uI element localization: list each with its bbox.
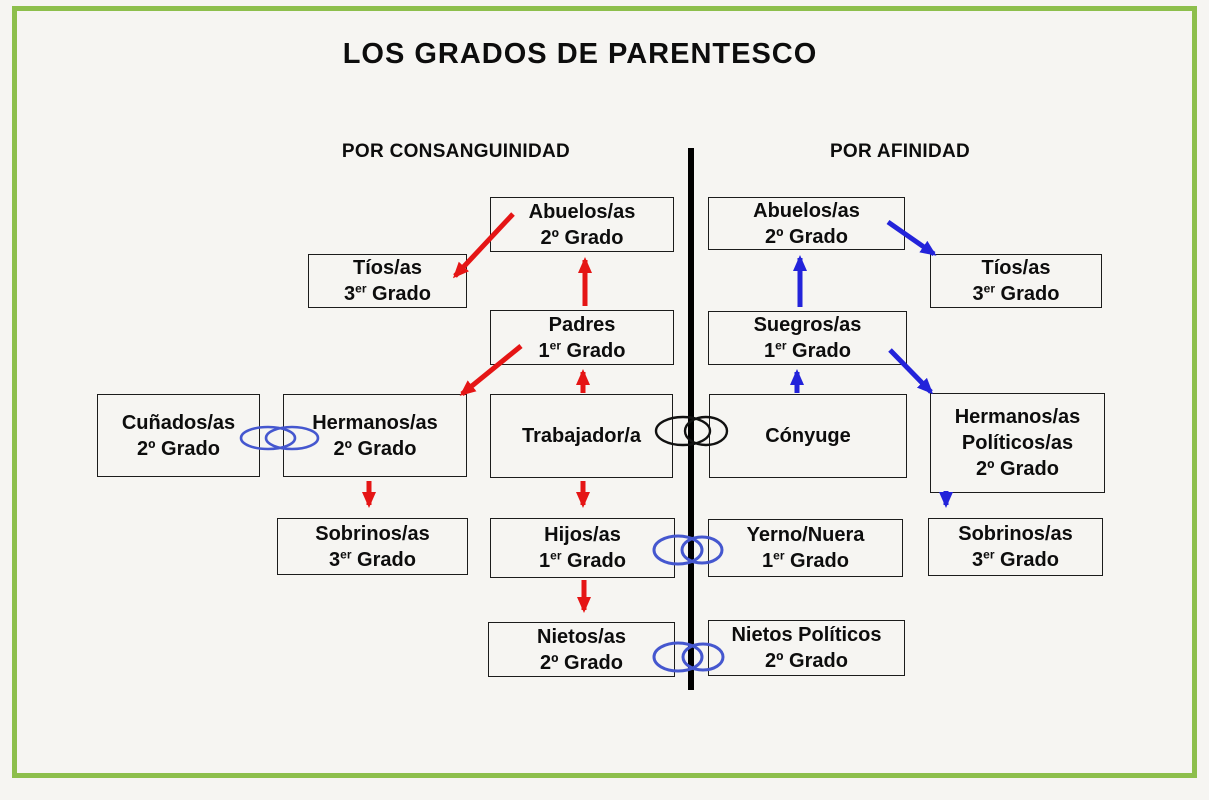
degree-superscript: er [355,281,367,296]
box-degree: 2º Grado [333,437,417,460]
box-label: Sobrinos/as [315,522,430,545]
box-degree: 3er Grado [973,281,1060,307]
box-degree: 2º Grado [540,651,623,674]
box-label: Nietos Políticos [731,624,882,646]
box-degree: 3er Grado [329,547,416,573]
degree-superscript: er [773,548,785,563]
degree-number: 1 [538,339,550,362]
box-degree: 1er Grado [539,548,626,574]
degree-word: Grado [786,340,851,362]
degree-word: Grado [995,283,1060,305]
box-nietos: Nietos/as 2º Grado [488,622,675,677]
box-degree: 2º Grado [765,225,848,248]
box-label: Políticos/as [961,432,1074,454]
box-tios-afinidad: Tíos/as 3er Grado [930,254,1102,308]
degree-superscript: er [550,548,562,563]
box-hermanos: Hermanos/as 2º Grado [283,394,467,477]
degree-number: 3 [329,548,341,571]
box-conyuge: Cónyuge [709,394,907,478]
degree-word: Grado [561,550,626,572]
box-label: Tíos/as [353,257,422,279]
box-label: Cónyuge [765,425,851,447]
box-label: Abuelos/as [528,200,636,223]
box-label: Nietos/as [537,625,626,648]
degree-number: 1 [762,550,774,572]
box-degree: 2º Grado [765,650,848,672]
green-border-frame [12,6,1197,778]
box-label: Cuñados/as [121,411,236,434]
degree-number: 1 [539,550,551,572]
degree-word: Grado [784,550,849,572]
box-yerno-nuera: Yerno/Nuera 1er Grado [708,519,903,577]
box-label: Suegros/as [753,314,862,336]
degree-number: 3 [972,549,984,571]
box-hermanos-politicos: Hermanos/as Políticos/as 2º Grado [930,393,1105,493]
box-label: Hermanos/as [312,411,438,434]
box-label: Sobrinos/as [958,523,1073,545]
box-padres: Padres 1er Grado [490,310,674,365]
box-sobrinos-consanguinidad: Sobrinos/as 3er Grado [277,518,468,575]
degree-number: 3 [972,283,984,305]
degree-word: Grado [994,549,1059,571]
box-tios-consanguinidad: Tíos/as 3er Grado [308,254,467,308]
degree-number: 1 [764,340,776,362]
degree-word: Grado [561,339,626,362]
section-header-consanguinidad: POR CONSANGUINIDAD [341,141,571,162]
section-header-afinidad: POR AFINIDAD [829,141,971,162]
degree-superscript: er [340,546,352,561]
box-degree: 2º Grado [137,437,220,460]
box-sobrinos-afinidad: Sobrinos/as 3er Grado [928,518,1103,576]
box-abuelos-afinidad: Abuelos/as 2º Grado [708,197,905,250]
box-trabajador: Trabajador/a [490,394,673,478]
box-hijos: Hijos/as 1er Grado [490,518,675,578]
degree-superscript: er [983,547,995,562]
box-label: Tíos/as [981,257,1051,279]
box-label: Trabajador/a [522,425,641,447]
degree-number: 3 [344,283,356,305]
box-degree: 2º Grado [540,226,624,249]
degree-superscript: er [983,281,995,296]
degree-superscript: er [775,338,787,353]
box-suegros: Suegros/as 1er Grado [708,311,907,365]
box-nietos-politicos: Nietos Políticos 2º Grado [708,620,905,676]
box-label: Padres [548,313,616,336]
degree-superscript: er [549,337,561,352]
page-title: LOS GRADOS DE PARENTESCO [342,38,818,70]
box-label: Hermanos/as [954,406,1081,428]
box-degree: 1er Grado [764,338,851,364]
box-degree: 3er Grado [344,281,431,307]
box-degree: 1er Grado [762,548,849,574]
box-degree: 2º Grado [976,458,1059,480]
box-label: Hijos/as [544,524,621,546]
center-divider-line [688,148,694,690]
degree-word: Grado [351,548,416,571]
degree-word: Grado [366,283,431,305]
box-cunados: Cuñados/as 2º Grado [97,394,260,477]
box-label: Yerno/Nuera [746,524,865,546]
box-label: Abuelos/as [753,199,860,222]
box-degree: 1er Grado [539,338,626,364]
box-abuelos-consanguinidad: Abuelos/as 2º Grado [490,197,674,252]
box-degree: 3er Grado [972,547,1059,573]
